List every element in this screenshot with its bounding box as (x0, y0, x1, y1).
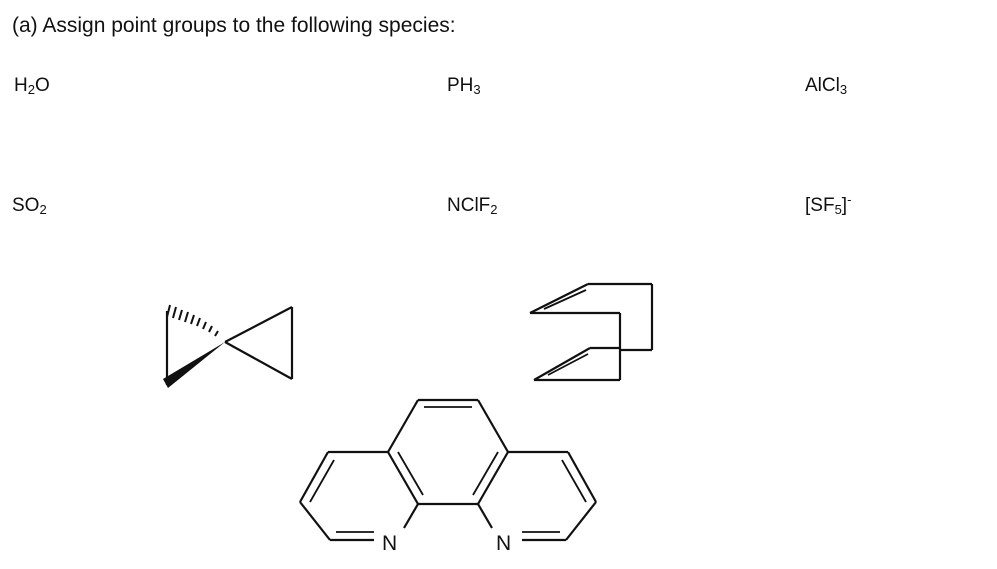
nitrogen-label-right: N (496, 532, 511, 555)
bond (299, 451, 329, 503)
formula-part: 2 (27, 82, 35, 97)
formula-nclf2: NClF2 (447, 194, 498, 218)
formula-part: 3 (473, 82, 481, 97)
bond (309, 459, 335, 503)
formula-part: O (34, 75, 50, 96)
bond (529, 283, 589, 314)
bond (561, 459, 587, 503)
formula-so2: SO2 (12, 194, 47, 218)
bond (567, 451, 597, 503)
formula-part: PH (447, 75, 474, 96)
bond (224, 306, 293, 343)
bond (387, 399, 419, 453)
formula-part: NClF (447, 195, 491, 216)
formula-sf5: [SF5]- (805, 192, 852, 218)
bond (387, 451, 419, 505)
hashed-bond (166, 304, 219, 337)
formula-ph3: PH3 (447, 74, 481, 98)
bond (543, 289, 587, 310)
formula-part: 2 (490, 202, 498, 217)
bond (397, 451, 424, 496)
wedge-bond (163, 342, 225, 388)
formula-part: 2 (39, 202, 47, 217)
formula-part: [SF (805, 195, 835, 216)
bond (472, 451, 499, 496)
question-heading: (a) Assign point groups to the following… (12, 14, 456, 37)
bond (477, 451, 509, 505)
formula-part: ] (841, 195, 848, 216)
bond (403, 503, 419, 529)
bridged-diene-drawing (529, 282, 654, 382)
bond (477, 503, 493, 529)
nitrogen-label-left: N (382, 532, 397, 555)
formula-part: 3 (839, 82, 848, 97)
bond (565, 501, 597, 541)
formula-part: AlCl (805, 75, 840, 96)
formula-h2o: H2O (14, 74, 50, 98)
formula-part: 5 (834, 202, 842, 217)
bond (299, 501, 331, 541)
bond (224, 341, 293, 380)
spiro-structure-drawing (163, 304, 294, 388)
formula-alcl3: AlCl3 (805, 74, 847, 98)
phenanthroline-drawing: N N (299, 398, 597, 555)
formula-part: - (847, 192, 852, 207)
formula-part: H (14, 75, 28, 96)
bond (547, 353, 589, 376)
formula-part: SO (12, 195, 40, 216)
bond (533, 347, 591, 381)
bond (477, 399, 509, 453)
